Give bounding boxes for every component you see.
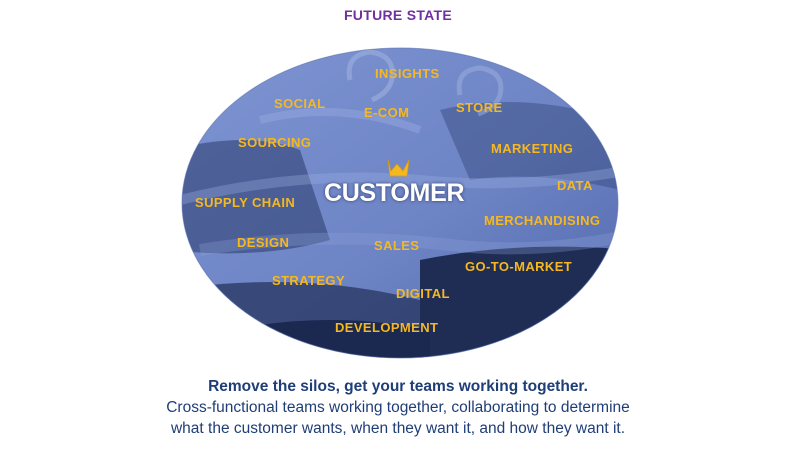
label-merchandising: MERCHANDISING — [484, 213, 601, 228]
label-store: STORE — [456, 100, 503, 115]
label-ecom: E-COM — [364, 105, 410, 120]
label-marketing: MARKETING — [491, 141, 574, 156]
center-label-customer: CUSTOMER — [324, 179, 465, 207]
crown-icon — [387, 159, 410, 177]
caption-line-3: what the customer wants, when they want … — [170, 420, 626, 437]
label-design: DESIGN — [237, 235, 290, 250]
caption: Remove the silos, get your teams working… — [0, 376, 796, 439]
label-supply-chain: SUPPLY CHAIN — [195, 195, 296, 210]
label-social: SOCIAL — [274, 96, 326, 111]
label-data: DATA — [557, 178, 593, 193]
caption-line-1: Remove the silos, get your teams working… — [208, 378, 588, 395]
label-insights: INSIGHTS — [375, 66, 440, 81]
label-sales: SALES — [374, 238, 420, 253]
label-go-to-market: GO-TO-MARKET — [465, 259, 573, 274]
page-title: FUTURE STATE — [343, 7, 453, 23]
label-development: DEVELOPMENT — [335, 320, 439, 335]
caption-line-2: Cross-functional teams working together,… — [166, 399, 630, 416]
label-digital: DIGITAL — [396, 286, 450, 301]
label-sourcing: SOURCING — [238, 135, 312, 150]
label-strategy: STRATEGY — [272, 273, 346, 288]
